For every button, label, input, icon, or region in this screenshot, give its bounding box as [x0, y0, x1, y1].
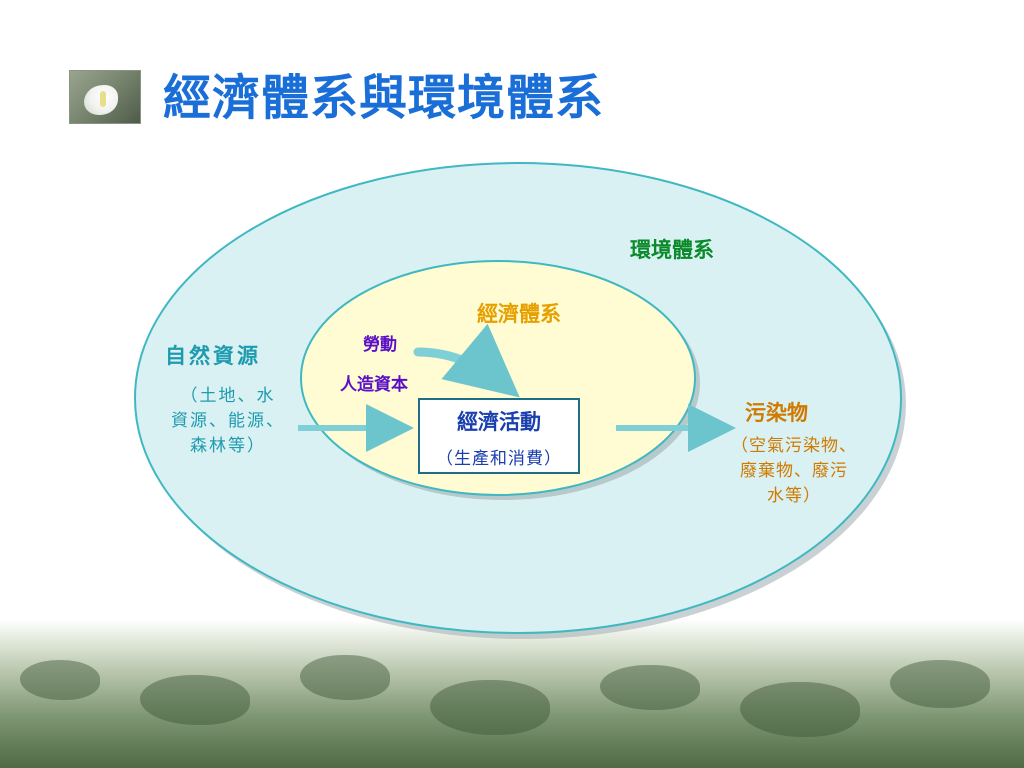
background-leaf: [20, 660, 100, 700]
background-leaf: [740, 682, 860, 737]
pollutants-detail: （空氣污染物、 廢棄物、廢污 水等）: [714, 434, 874, 509]
pollutants-title: 污染物: [745, 400, 808, 425]
pollutants-detail-line: 廢棄物、廢污: [740, 461, 848, 481]
natural-resources-title: 自然資源: [165, 343, 261, 368]
economic-activity-box: 經濟活動 （生產和消費）: [418, 398, 580, 474]
natural-resources-detail-line: （土地、水: [180, 386, 276, 406]
page-title: 經濟體系與環境體系: [163, 70, 605, 126]
economic-system-label: 經濟體系: [477, 301, 561, 326]
economic-activity-subtitle: （生產和消費）: [436, 449, 562, 469]
background-leaf: [140, 675, 250, 725]
natural-resources-detail: （土地、水 資源、能源、 森林等）: [158, 384, 298, 459]
background-leaf: [890, 660, 990, 708]
calla-lily-photo-icon: [69, 70, 141, 124]
labor-capital-arrow: [413, 323, 520, 398]
natural-resources-detail-line: 森林等）: [190, 436, 266, 456]
background-field-image: [0, 620, 1024, 768]
man-made-capital-label: 人造資本: [340, 375, 408, 395]
background-leaf: [300, 655, 390, 700]
pollutants-detail-line: （空氣污染物、: [731, 436, 857, 456]
natural-resources-detail-line: 資源、能源、: [171, 411, 285, 431]
environment-system-label: 環境體系: [630, 237, 714, 262]
economic-activity-title: 經濟活動: [457, 409, 541, 434]
pollutants-detail-line: 水等）: [767, 486, 821, 506]
background-leaf: [600, 665, 700, 710]
labor-label: 勞動: [363, 335, 397, 355]
background-leaf: [430, 680, 550, 735]
lily-spadix: [100, 91, 106, 107]
